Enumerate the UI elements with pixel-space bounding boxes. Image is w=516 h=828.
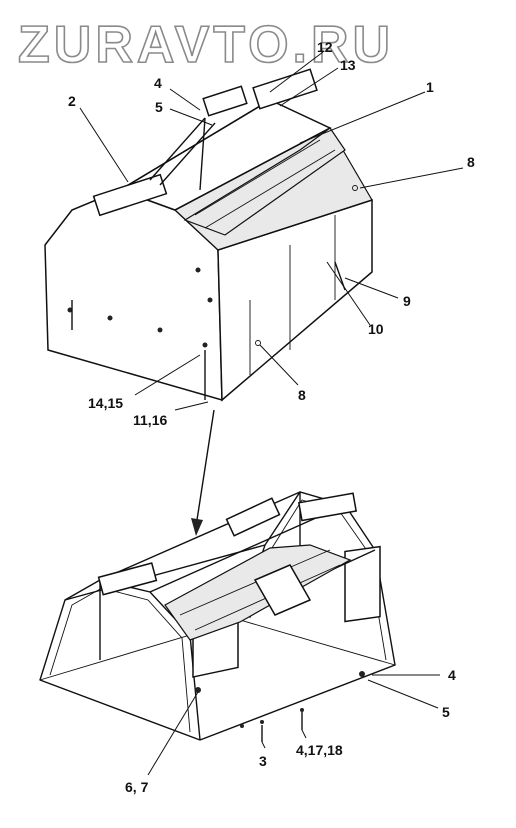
callout-14-15: 14,15: [88, 395, 123, 411]
callout-4-17-18: 4,17,18: [296, 742, 343, 758]
top-assembly: [44, 68, 373, 402]
top-bracket-mid: [202, 85, 248, 117]
bottom-bracket-left: [97, 562, 158, 596]
top-channel: [183, 127, 346, 236]
top-bracket-left: [92, 173, 168, 217]
bottom-bracket-right: [297, 492, 358, 522]
center-band: [253, 564, 312, 616]
callout-8-lower: 8: [298, 387, 306, 403]
callout-1: 1: [426, 79, 434, 95]
callout-6-7: 6, 7: [125, 779, 149, 795]
callout-13: 13: [340, 57, 356, 73]
assembly-arrow: [191, 409, 215, 536]
callout-11-16: 11,16: [133, 412, 167, 428]
callout-8-upper: 8: [467, 154, 475, 170]
callout-10: 10: [368, 321, 384, 337]
bottom-callouts: 4 5 3 4,17,18 6, 7: [125, 667, 456, 795]
callout-3: 3: [259, 753, 267, 769]
callout-5-bottom: 5: [442, 704, 450, 720]
callout-9: 9: [403, 293, 411, 309]
bottom-assembly: [38, 491, 397, 742]
callout-2: 2: [68, 93, 76, 109]
top-bracket-right: [252, 68, 318, 110]
callout-5-top: 5: [155, 99, 163, 115]
bottom-center-channel: [164, 544, 352, 641]
callout-4-top: 4: [154, 75, 162, 91]
watermark-text: ZURAVTO.RU: [18, 16, 394, 74]
top-callouts: 2 4 5 12 13 1 8 9 10 8 14,15 11,16: [68, 39, 475, 428]
bottom-bracket-mid: [225, 497, 281, 537]
callout-4-bottom: 4: [448, 667, 456, 683]
callout-12: 12: [317, 39, 333, 55]
front-right-post-panel: [344, 545, 381, 623]
